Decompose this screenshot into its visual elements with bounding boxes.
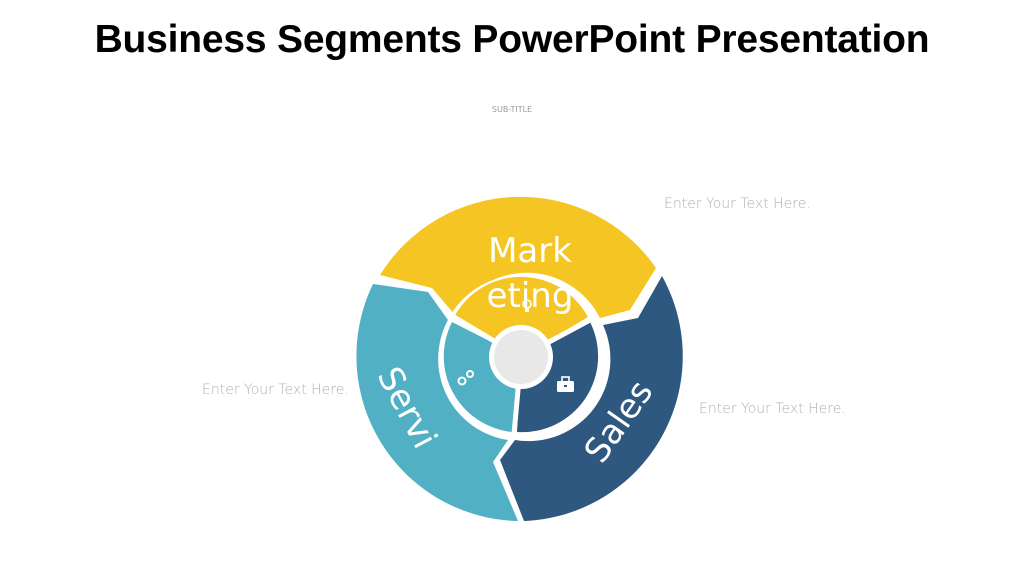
- sales-note-text[interactable]: Enter Your Text Here.: [699, 401, 846, 417]
- briefcase-icon: [557, 376, 574, 392]
- services-note-text[interactable]: Enter Your Text Here.: [202, 382, 349, 398]
- gears-icon: [457, 370, 474, 386]
- slide-subtitle: SUB-TITLE: [491, 105, 533, 114]
- slide-title: Business Segments PowerPoint Presentatio…: [94, 18, 930, 61]
- segment-label-marketing-line1: Mark: [488, 231, 572, 271]
- center-circle: [494, 330, 548, 384]
- marketing-note-text[interactable]: Enter Your Text Here.: [664, 196, 811, 212]
- segment-marketing-outer[interactable]: [380, 196, 656, 318]
- segment-services-outer[interactable]: [356, 284, 518, 521]
- segment-label-marketing-line2: eting: [487, 276, 574, 316]
- segment-sales-outer[interactable]: [500, 276, 683, 521]
- lightbulb-icon: [522, 299, 532, 312]
